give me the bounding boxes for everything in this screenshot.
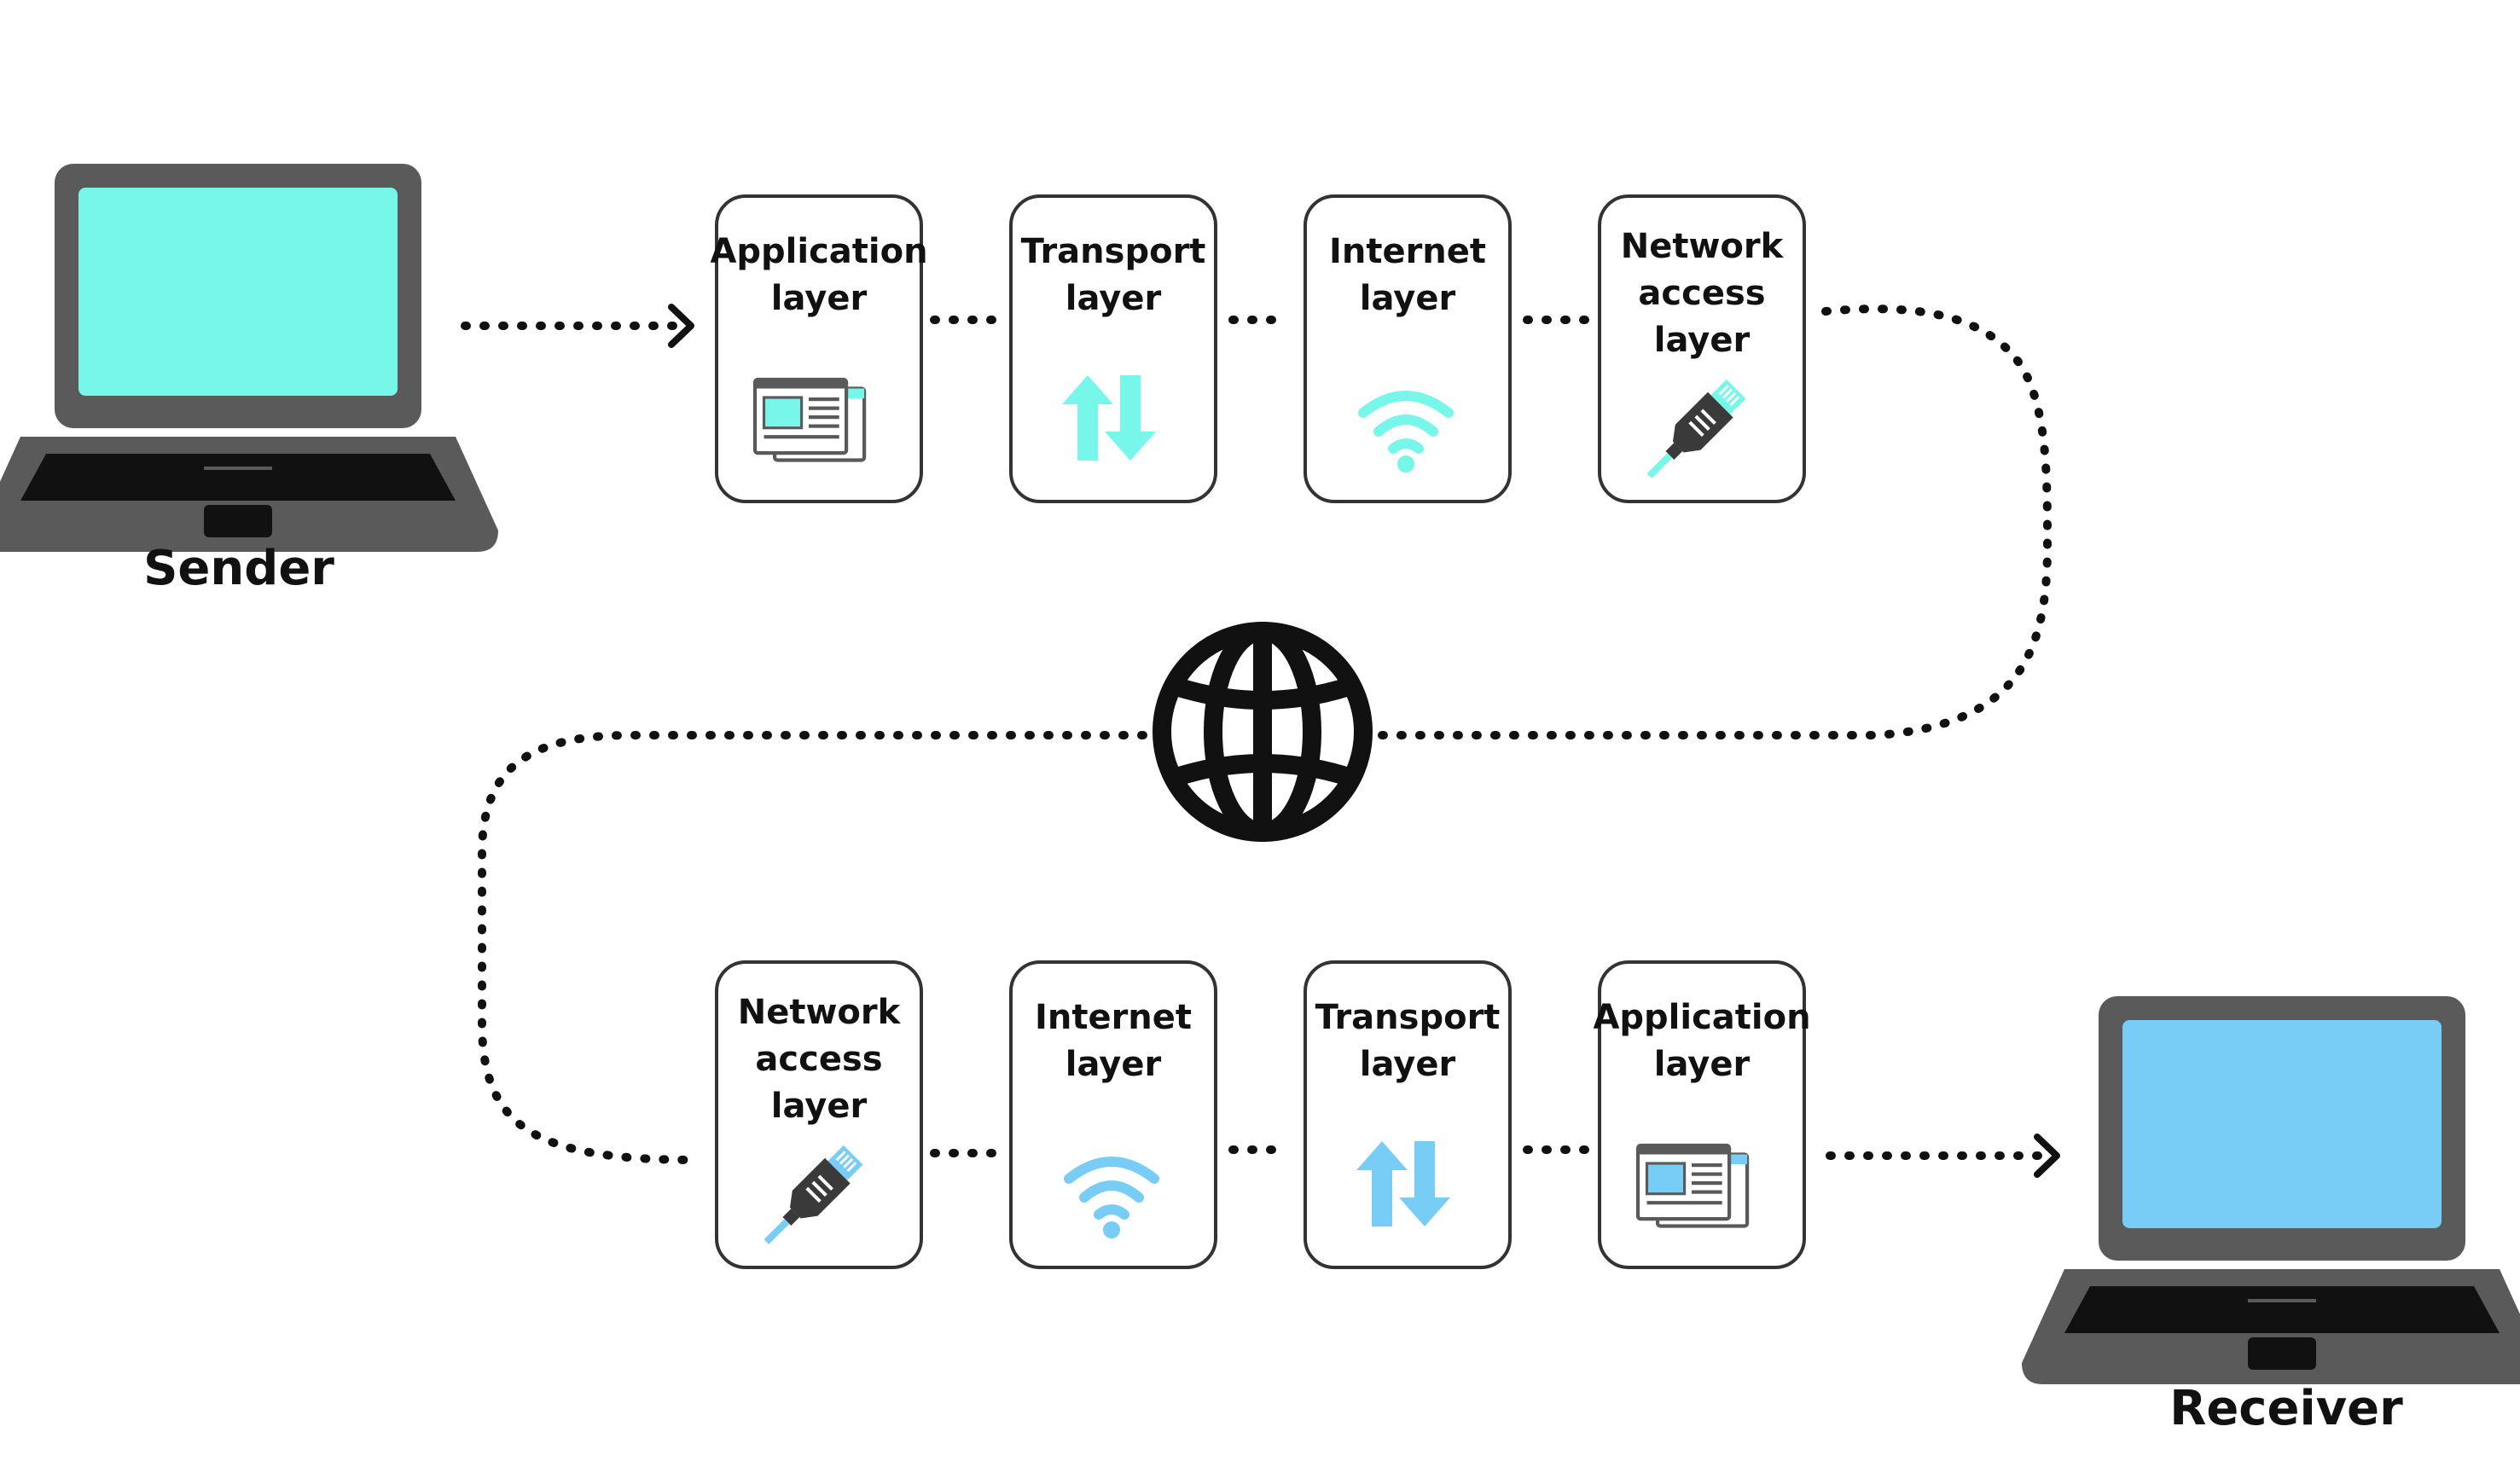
laptop-screen <box>2122 1020 2442 1228</box>
layer-label-line: layer <box>1360 279 1456 318</box>
layer-box: Network access layer <box>715 960 923 1269</box>
browser-window-icon <box>755 380 864 461</box>
layer-box: Transport layer <box>1009 194 1217 503</box>
connector-paths <box>461 304 2053 1164</box>
layer-label-line: Transport <box>1021 232 1206 271</box>
layer-label-line: Internet <box>1035 998 1192 1037</box>
receiver-layer-stack: NetworkaccesslayerInternetlayerTransport… <box>715 960 1811 1269</box>
layer-box: Network access layer <box>1598 194 1806 503</box>
browser-window-icon <box>1638 1145 1747 1226</box>
sender-layer-stack: Application layer Transport layer Internet la… <box>710 194 1806 503</box>
layer-label-line: layer <box>771 279 868 318</box>
layer-box: Application layer <box>710 194 928 503</box>
layer-label-line: layer <box>1065 279 1162 318</box>
layer-label-line: Application <box>1593 998 1810 1037</box>
chevron-right-icon <box>2034 1134 2060 1178</box>
layer-label-line: access <box>755 1040 882 1079</box>
layer-label-line: layer <box>771 1087 868 1126</box>
receiver-label: Receiver <box>2169 1381 2403 1436</box>
chevron-right-icon <box>668 304 694 348</box>
layer-label-line: access <box>1638 274 1765 313</box>
wifi-icon <box>1069 1162 1154 1238</box>
wifi-icon <box>1363 396 1449 473</box>
layer-label-line: layer <box>1360 1045 1456 1084</box>
layer-box: Application layer <box>1593 960 1811 1269</box>
layer-label-line: Network <box>738 993 902 1032</box>
layer-label-line: Application <box>710 232 927 271</box>
layer-label-line: layer <box>1654 1045 1751 1084</box>
layer-label-line: Network <box>1621 227 1785 266</box>
layer-label-line: Internet <box>1329 232 1486 271</box>
layer-box-frame <box>1009 194 1217 503</box>
layer-box: Internet layer <box>1304 194 1512 503</box>
layer-box-frame <box>1598 194 1806 503</box>
globe-icon <box>1162 631 1363 832</box>
layer-box-frame <box>715 960 923 1269</box>
laptop-screen <box>78 188 398 396</box>
layer-label-line: layer <box>1065 1045 1162 1084</box>
sender-laptop <box>0 164 498 552</box>
receiver-laptop <box>2022 996 2520 1384</box>
layer-box-frame <box>1304 960 1512 1269</box>
layer-label-line: Transport <box>1315 998 1501 1037</box>
arrow-heads <box>668 304 2060 1178</box>
layer-box-frame <box>1304 194 1512 503</box>
layer-box: Transport layer <box>1304 960 1512 1269</box>
layer-box: Internet layer <box>1009 960 1217 1269</box>
layer-label-line: layer <box>1654 321 1751 360</box>
sender-label: Sender <box>143 541 334 596</box>
layer-box-frame <box>1009 960 1217 1269</box>
